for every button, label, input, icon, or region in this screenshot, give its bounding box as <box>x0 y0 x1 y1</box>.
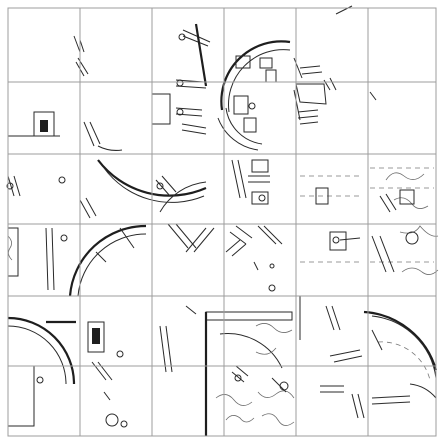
puzzle-tile[interactable] <box>223 81 297 155</box>
puzzle-tile[interactable] <box>151 365 225 437</box>
puzzle-tile[interactable] <box>223 365 297 437</box>
puzzle-tile[interactable] <box>295 365 369 437</box>
puzzle-tile[interactable] <box>7 81 81 155</box>
puzzle-tile[interactable] <box>79 153 153 225</box>
puzzle-tile[interactable] <box>367 365 437 437</box>
puzzle-tile[interactable] <box>367 7 437 83</box>
puzzle-tile[interactable] <box>7 223 81 297</box>
puzzle-tile[interactable] <box>151 223 225 297</box>
puzzle-tile[interactable] <box>151 153 225 225</box>
puzzle-tile[interactable] <box>295 81 369 155</box>
puzzle-tile[interactable] <box>79 81 153 155</box>
puzzle-tile[interactable] <box>223 295 297 367</box>
floor-plan-artwork <box>6 5 439 436</box>
puzzle-tile[interactable] <box>79 365 153 437</box>
puzzle-tile[interactable] <box>7 295 81 367</box>
tile-grid <box>7 7 437 437</box>
puzzle-tile[interactable] <box>79 223 153 297</box>
puzzle-tile[interactable] <box>7 365 81 437</box>
puzzle-tile[interactable] <box>7 7 81 83</box>
puzzle-tile[interactable] <box>295 223 369 297</box>
puzzle-tile[interactable] <box>367 81 437 155</box>
puzzle-tile[interactable] <box>151 295 225 367</box>
puzzle-tile[interactable] <box>223 7 297 83</box>
puzzle-tile[interactable] <box>295 153 369 225</box>
puzzle-tile[interactable] <box>367 153 437 225</box>
puzzle-tile[interactable] <box>7 153 81 225</box>
puzzle-tile[interactable] <box>79 7 153 83</box>
puzzle-tile[interactable] <box>223 223 297 297</box>
puzzle-tile[interactable] <box>151 81 225 155</box>
puzzle-tile[interactable] <box>295 295 369 367</box>
puzzle-tile[interactable] <box>223 153 297 225</box>
puzzle-tile[interactable] <box>295 7 369 83</box>
puzzle-tile[interactable] <box>79 295 153 367</box>
puzzle-tile[interactable] <box>151 7 225 83</box>
puzzle-tile[interactable] <box>367 295 437 367</box>
puzzle-tile[interactable] <box>367 223 437 297</box>
